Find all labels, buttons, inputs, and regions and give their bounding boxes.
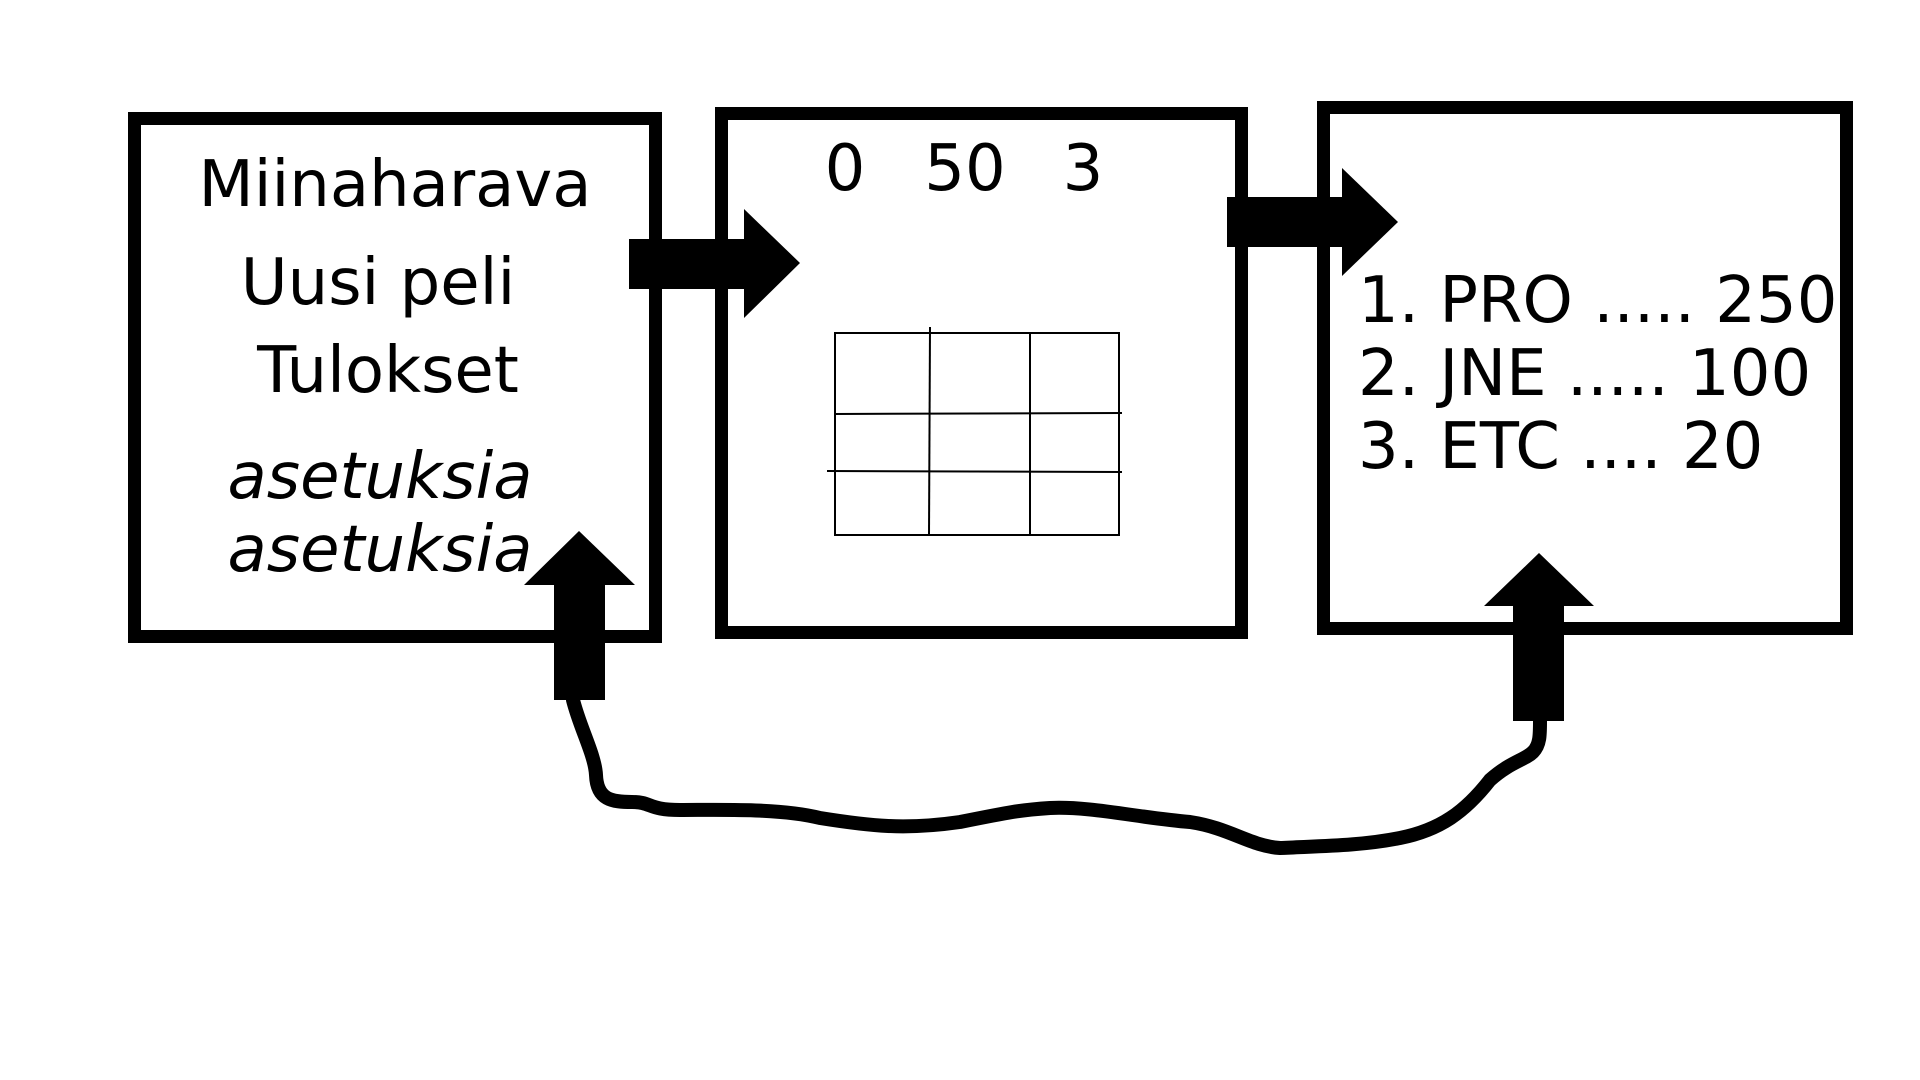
menu-item-results[interactable]: Tulokset: [257, 334, 519, 408]
game-counter-3: 3: [1062, 132, 1104, 206]
arrow-menu-to-game: [629, 209, 800, 318]
menu-item-new-game[interactable]: Uusi peli: [240, 246, 516, 320]
arrow-up-to-scores: [1484, 553, 1594, 721]
return-connector-line: [566, 693, 1547, 855]
minefield-grid: [826, 326, 1123, 536]
grid-line-h1: [833, 412, 1123, 415]
score-row-3: 3. ETC .... 20: [1358, 410, 1764, 484]
grid-border: [834, 332, 1120, 536]
game-counter-1: 0: [824, 132, 866, 206]
arrow-up-to-menu: [524, 531, 635, 700]
score-row-1: 1. PRO ..... 250: [1358, 264, 1838, 338]
arrow-game-to-scores: [1227, 168, 1398, 276]
game-screen-box: [715, 107, 1248, 639]
scores-screen-box: [1317, 101, 1853, 635]
grid-line-v1: [928, 326, 931, 536]
game-counter-2: 50: [924, 132, 1006, 206]
menu-title: Miinaharava: [198, 148, 592, 222]
grid-line-h2: [826, 470, 1123, 473]
menu-item-settings-2[interactable]: asetuksia: [227, 513, 533, 587]
menu-item-settings-1[interactable]: asetuksia: [227, 440, 533, 514]
score-row-2: 2. JNE ..... 100: [1358, 337, 1812, 411]
